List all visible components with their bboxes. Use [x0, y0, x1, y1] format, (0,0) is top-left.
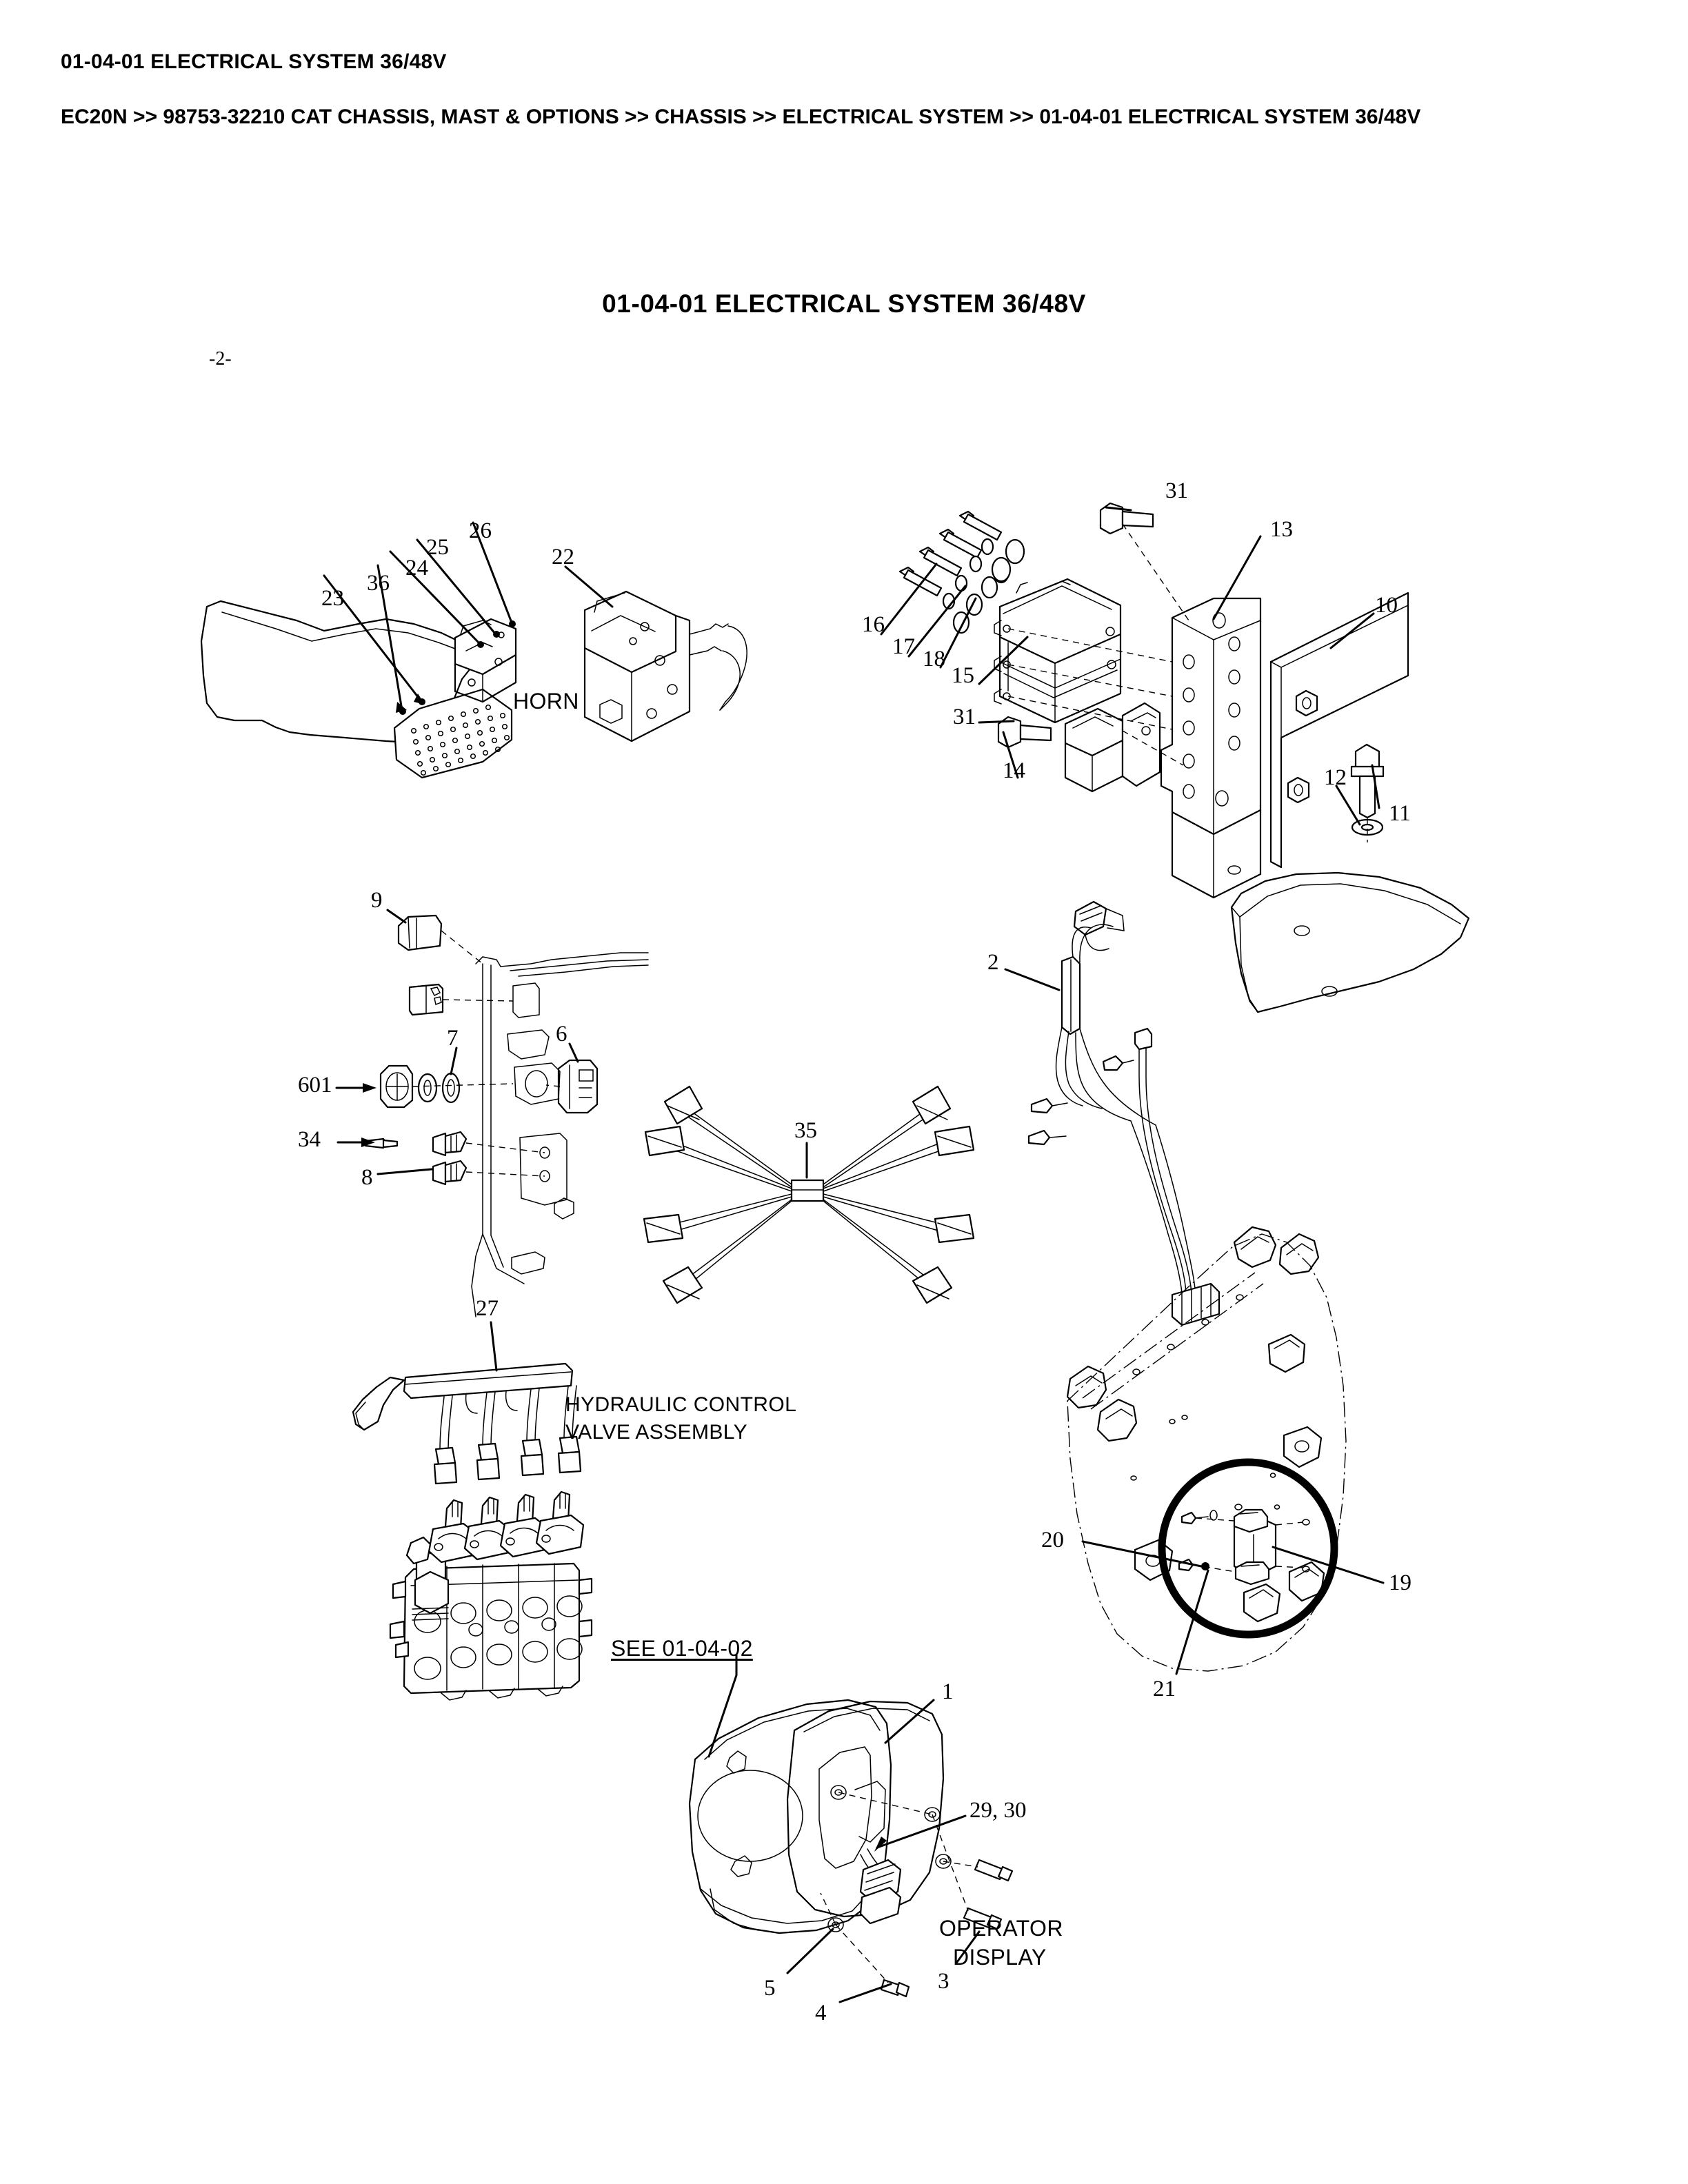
callout-11[interactable]: 11 — [1389, 801, 1411, 826]
diagram-title: 01-04-01 ELECTRICAL SYSTEM 36/48V — [602, 290, 1086, 318]
callout-26[interactable]: 26 — [469, 518, 492, 543]
callout-8[interactable]: 8 — [361, 1165, 373, 1190]
wire-harness-2 — [1004, 900, 1220, 1326]
callout-4[interactable]: 4 — [815, 2001, 827, 2025]
mast-plate-10 — [1269, 592, 1409, 869]
screws — [827, 1785, 1014, 1998]
callout-6[interactable]: 6 — [556, 1022, 567, 1046]
relay-switch — [408, 983, 444, 1016]
callout-22[interactable]: 22 — [552, 545, 574, 569]
breadcrumb: EC20N >> 98753-32210 CAT CHASSIS, MAST &… — [61, 105, 1421, 128]
knob-6 — [557, 1059, 599, 1114]
callout-10[interactable]: 10 — [1375, 593, 1398, 618]
callout-35[interactable]: 35 — [794, 1118, 817, 1143]
highlight-circle — [1158, 1458, 1338, 1639]
dash-panel-body — [471, 952, 649, 1317]
bolt-11 — [1350, 743, 1385, 819]
valve-harness-27 — [352, 1321, 582, 1485]
callout-14[interactable]: 14 — [1003, 758, 1025, 783]
key-switch-601 — [379, 1064, 414, 1109]
dash-panel-group — [335, 909, 649, 1317]
perforated-bracket-13 — [1160, 597, 1262, 836]
callout-601[interactable]: 601 — [298, 1073, 332, 1098]
callout-19[interactable]: 19 — [1389, 1570, 1411, 1595]
callout-23[interactable]: 23 — [321, 586, 344, 611]
callout-25[interactable]: 25 — [426, 535, 449, 560]
horn-bracket — [583, 590, 747, 742]
hex-nut-lower — [1287, 776, 1310, 804]
plate-tabs — [1066, 1226, 1325, 1623]
washer-7 — [441, 1072, 461, 1104]
callout-3[interactable]: 3 — [938, 1969, 950, 1994]
hex-nut-upper — [1295, 689, 1318, 717]
stud-bolt-lower — [997, 716, 1052, 749]
callout-29-30[interactable]: 29, 30 — [969, 1798, 1027, 1823]
callout-31-top[interactable]: 31 — [1165, 478, 1188, 503]
horn-assembly-group — [200, 521, 747, 779]
perforated-grille — [393, 688, 513, 779]
callout-13[interactable]: 13 — [1270, 517, 1293, 542]
controller-box — [994, 578, 1122, 724]
callout-12[interactable]: 12 — [1324, 765, 1347, 790]
callout-36[interactable]: 36 — [367, 571, 390, 596]
callout-31-lower[interactable]: 31 — [953, 705, 976, 729]
hydraulic-valve-block — [389, 1490, 593, 1701]
callout-5[interactable]: 5 — [764, 1976, 776, 2001]
terminal-pair-8 — [432, 1131, 468, 1186]
stud-bolt-top — [1099, 502, 1154, 535]
horn-body — [454, 618, 517, 703]
callout-20[interactable]: 20 — [1041, 1528, 1064, 1553]
operator-display-group — [688, 1653, 1014, 2003]
callout-7[interactable]: 7 — [447, 1026, 459, 1051]
callout-17[interactable]: 17 — [892, 634, 915, 659]
caption-horn: HORN — [513, 689, 579, 714]
controller-bracket-group — [880, 502, 1470, 1013]
base-plate — [1230, 871, 1470, 1013]
page-title: 01-04-01 ELECTRICAL SYSTEM 36/48V — [61, 50, 447, 73]
relay-block-14 — [1064, 702, 1161, 793]
callout-27[interactable]: 27 — [476, 1296, 499, 1321]
callout-24[interactable]: 24 — [405, 556, 428, 580]
document-header: 01-04-01 ELECTRICAL SYSTEM 36/48V EC20N … — [61, 50, 1619, 131]
caption-hydraulic-line1: HYDRAULIC CONTROL — [565, 1393, 797, 1416]
caption-hydraulic-line2: VALVE ASSEMBLY — [565, 1421, 748, 1444]
caption-see-reference[interactable]: SEE 01-04-02 — [611, 1636, 753, 1661]
callout-9[interactable]: 9 — [371, 888, 383, 913]
callout-16[interactable]: 16 — [862, 612, 885, 637]
rocker-switch-9 — [397, 914, 443, 951]
callout-18[interactable]: 18 — [923, 647, 945, 671]
floor-plate-group — [1066, 1226, 1385, 1675]
callout-2[interactable]: 2 — [987, 950, 999, 975]
relay-module-19 — [1178, 1504, 1310, 1586]
spool-levers — [405, 1490, 585, 1565]
sheet-number: -2- — [209, 348, 232, 370]
caption-operator-display-line2: DISPLAY — [953, 1945, 1047, 1970]
cable-tie-burst-35 — [643, 1085, 975, 1304]
relief-valve — [412, 1551, 450, 1621]
caption-operator-display-line1: OPERATOR — [939, 1916, 1063, 1941]
callout-1[interactable]: 1 — [942, 1679, 954, 1704]
washer-inner — [417, 1073, 438, 1103]
callout-34[interactable]: 34 — [298, 1127, 321, 1152]
callout-15[interactable]: 15 — [952, 663, 974, 688]
callout-21[interactable]: 21 — [1153, 1677, 1176, 1701]
